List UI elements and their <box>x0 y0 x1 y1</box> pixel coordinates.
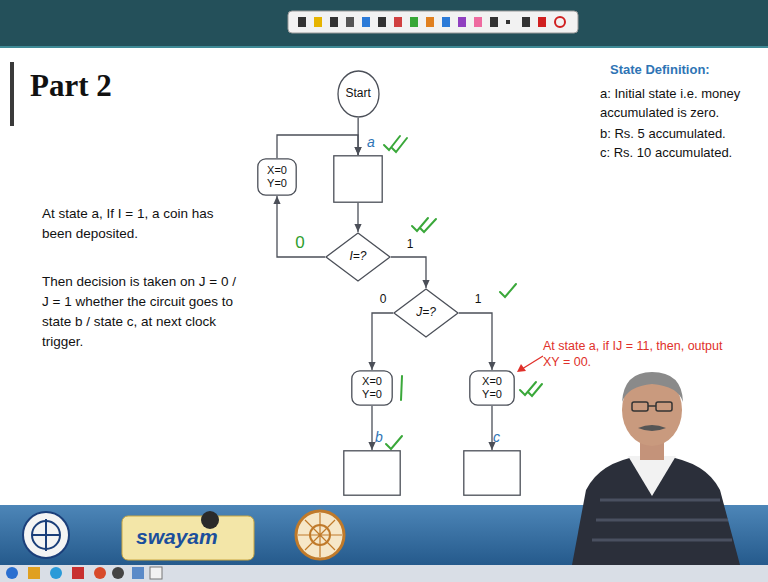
connector <box>459 313 496 370</box>
rect-border <box>334 156 382 202</box>
arrow-head <box>368 362 375 370</box>
arrow-head <box>422 280 429 288</box>
arrow-head <box>354 147 361 155</box>
header-rule <box>0 46 768 48</box>
handwritten-ticks <box>384 136 542 449</box>
arrow-head <box>368 442 375 450</box>
institute-logo <box>23 512 69 558</box>
node-text: X=0 Y=0 <box>355 375 389 400</box>
rect-border <box>464 451 520 495</box>
connector <box>368 313 393 370</box>
state-name: a <box>367 134 375 151</box>
state-name: c <box>493 429 500 446</box>
edge-label: 1 <box>473 293 484 306</box>
rect-border <box>344 451 400 495</box>
connector <box>391 257 430 288</box>
state-definition: c: Rs. 10 accumulated. <box>600 143 764 162</box>
edge-label: 0 <box>293 234 306 253</box>
state-box: c <box>463 450 521 496</box>
node-text: X=0 Y=0 <box>473 375 511 400</box>
decision-diamond: I=? <box>325 232 391 282</box>
connector-line <box>391 257 426 288</box>
node-text: I=? <box>349 250 366 264</box>
explanation-text: At state a, If I = 1, a coin has been de… <box>42 204 242 244</box>
connector <box>354 203 361 232</box>
output-box: X=0 Y=0 <box>351 370 393 406</box>
round-border <box>258 159 296 195</box>
output-box: X=0 Y=0 <box>257 158 297 196</box>
state-definition: b: Rs. 5 accumulated. <box>600 124 764 143</box>
explanation-text: Then decision is taken on J = 0 / J = 1 … <box>42 272 242 352</box>
diamond-border <box>326 233 390 281</box>
accent-bar <box>10 62 14 126</box>
arrow-head <box>354 224 361 232</box>
round-border <box>470 371 514 405</box>
edge-label: 0 <box>378 293 389 306</box>
slide-title: Part 2 <box>30 68 112 104</box>
state-definition: a: Initial state i.e. money accumulated … <box>600 84 764 122</box>
arrow-head <box>355 147 362 155</box>
diamond-border <box>394 289 458 337</box>
partner-logo <box>296 511 344 559</box>
presenter-photo <box>572 372 740 565</box>
rect-outline <box>333 155 383 203</box>
connector-line <box>277 135 358 158</box>
arrow-head <box>273 196 280 204</box>
node-text: X=0 Y=0 <box>261 164 293 189</box>
connector-line <box>459 313 492 370</box>
edge-label: 1 <box>405 238 416 251</box>
node-text: Start <box>345 87 370 101</box>
section-heading: State Definition: <box>610 62 710 78</box>
taskbar <box>0 565 768 582</box>
connector-line <box>277 196 325 257</box>
callout-leader <box>517 356 543 372</box>
toolbar-icons <box>298 17 565 27</box>
state-box: b <box>343 450 401 496</box>
pen-toolbar <box>288 11 578 33</box>
state-box: a <box>333 155 383 203</box>
start-terminal: Start <box>337 70 380 118</box>
round-border <box>352 371 392 405</box>
connector <box>273 196 325 257</box>
ellipse-border <box>338 71 379 117</box>
decision-diamond: J=? <box>393 288 459 338</box>
arrow-head <box>488 362 495 370</box>
output-box: X=0 Y=0 <box>469 370 515 406</box>
connector <box>277 135 362 158</box>
state-name: b <box>375 429 383 446</box>
node-text: J=? <box>416 306 436 320</box>
logo-wordmark: swayam <box>136 524 218 549</box>
taskbar-icons <box>6 567 162 579</box>
connector-line <box>372 313 393 370</box>
rect-outline <box>463 450 521 496</box>
callout-note: At state a, if IJ = 11, then, output XY … <box>543 338 733 370</box>
header-band <box>0 0 768 46</box>
connector <box>368 406 375 450</box>
rect-outline <box>343 450 401 496</box>
swayam-logo <box>122 516 254 560</box>
